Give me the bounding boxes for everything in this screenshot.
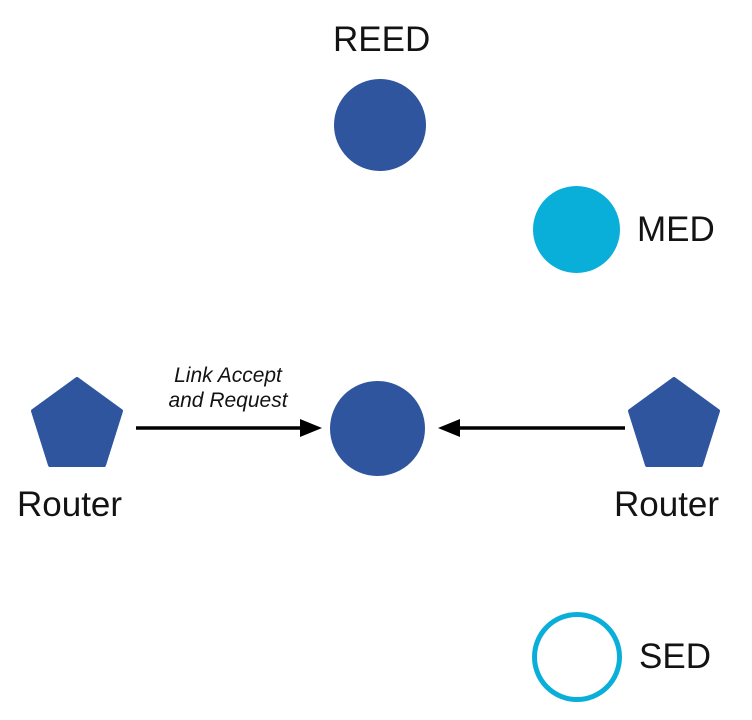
- node-label-reed: REED: [333, 20, 431, 59]
- edge-label-line-1: Link Accept: [174, 364, 282, 387]
- node-label-sed: SED: [639, 637, 711, 676]
- node-label-med: MED: [637, 210, 715, 249]
- edge-link-accept-request-arrow: [132, 410, 328, 446]
- pentagon-icon: [31, 377, 123, 467]
- edge-label-link-accept-request: Link Accept and Request: [158, 363, 298, 413]
- edge-label-line-2: and Request: [168, 389, 288, 412]
- node-label-router-right: Router: [614, 485, 720, 524]
- node-leader-circle[interactable]: [330, 381, 425, 476]
- edge-right-arrow: [435, 410, 627, 446]
- node-router-right-pentagon[interactable]: [628, 377, 720, 469]
- pentagon-icon: [628, 377, 720, 467]
- node-reed-circle[interactable]: [334, 79, 426, 171]
- node-med-circle[interactable]: [533, 186, 620, 273]
- node-label-router-left: Router: [17, 485, 123, 524]
- node-router-left-pentagon[interactable]: [31, 377, 123, 469]
- node-sed-circle[interactable]: [532, 612, 622, 702]
